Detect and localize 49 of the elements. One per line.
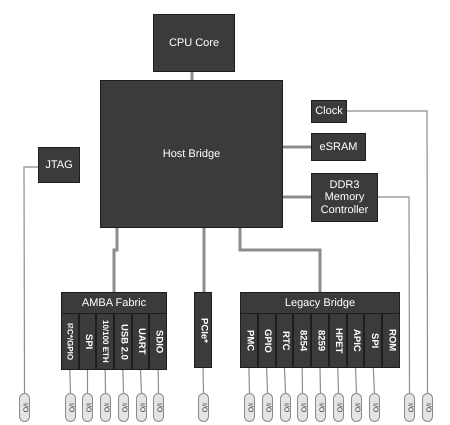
connector-line [347,110,428,393]
connector-line [122,370,124,394]
connector-line [248,368,250,394]
connector-line [202,228,206,292]
interface-block: HPET [328,313,347,368]
panel-title: Legacy Bridge [284,296,356,312]
bridge-panel [61,292,167,370]
connector-line [302,368,304,393]
interface-block: UART [132,313,150,370]
interface-block: 8259 [311,313,329,368]
interface-block: GPIO [258,313,276,368]
interface-block: SPI [364,313,382,368]
interface-block: 8254 [293,313,312,368]
connector-line [238,228,322,292]
block: Host Bridge [100,80,283,228]
connector-line [283,196,311,198]
interface-block: RTC [276,313,294,368]
block: CPU Core [153,14,235,72]
connector-line [354,368,358,394]
connector-line [284,368,286,394]
connector-line [337,368,340,394]
interface-block: APIC [346,313,364,368]
connector-line [69,370,72,394]
block: JTAG [38,147,80,183]
connector-line [283,146,311,148]
connector-line [158,370,160,393]
bridge-panel [240,292,400,368]
interface-block: PCIe* [194,292,212,368]
interface-block: SPI [78,313,96,370]
connector-line [266,368,268,394]
panel-title: AMBA Fabric [80,296,148,312]
interface-block: 10/100 ETH [96,313,114,370]
interface-block: ROM [382,313,400,368]
interface-block: PMC [240,313,258,368]
connector-line [190,72,194,80]
connector-line [140,370,142,394]
connector-line [319,368,322,394]
block: DDR3 Memory Controller [311,173,378,222]
connector-line [104,370,106,393]
connector-line [378,196,410,393]
block: eSRAM [311,133,366,161]
connector-line [372,368,376,394]
connector-line [202,368,204,394]
connector-line [112,228,118,292]
connector-line [23,166,38,393]
interface-block: USB 2.0 [114,313,132,370]
connector-line [86,370,88,393]
block: Clock [311,100,347,123]
interface-block: SDIO [149,313,167,370]
